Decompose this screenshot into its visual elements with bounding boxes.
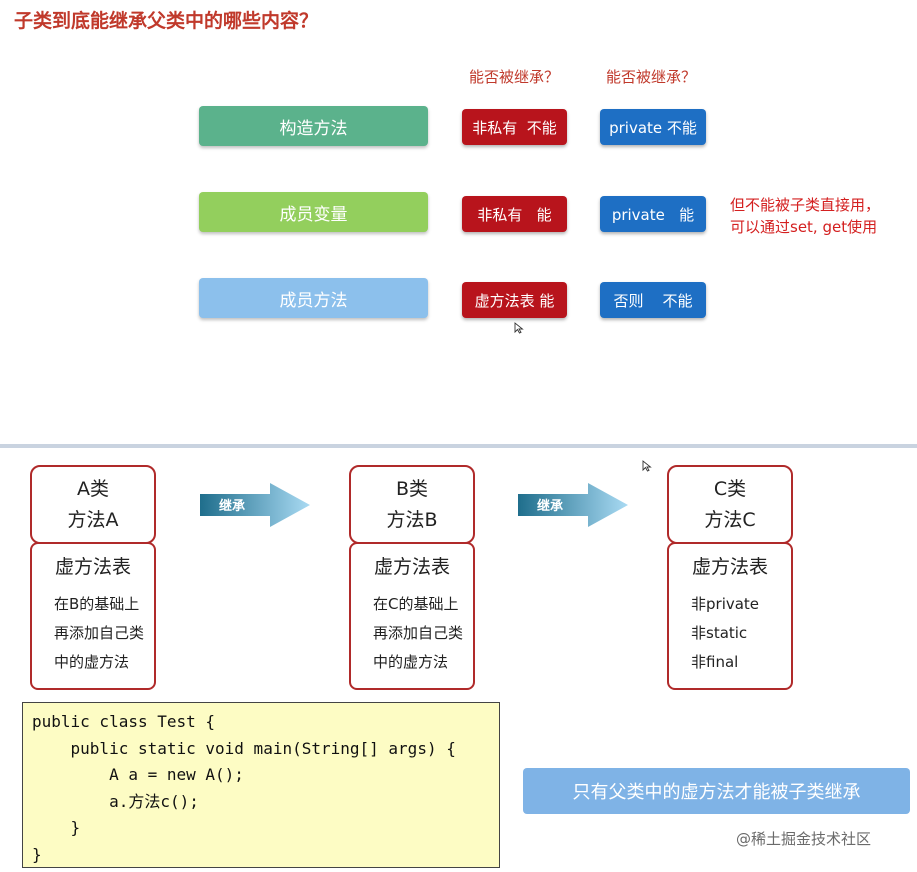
virtual-table-line: 非final bbox=[691, 653, 739, 671]
private-variable-note: 但不能被子类直接用， 可以通过set, get使用 bbox=[730, 194, 880, 238]
row-label-member-method: 成员方法 bbox=[199, 278, 428, 318]
code-line: } bbox=[32, 844, 42, 864]
code-block: public class Test { public static void m… bbox=[22, 702, 500, 868]
code-line: public static void main(String[] args) { bbox=[32, 738, 456, 758]
virtual-table-line: 再添加自己类 bbox=[373, 624, 464, 642]
virtual-table-line: 在C的基础上 bbox=[373, 595, 459, 613]
summary-banner: 只有父类中的虚方法才能被子类继承 bbox=[523, 768, 910, 814]
column-header-non-private: 能否被继承？ bbox=[469, 68, 560, 86]
arrow-label: 继承 bbox=[218, 499, 245, 514]
code-line: public class Test { bbox=[32, 712, 216, 731]
inherit-arrow: 继承 bbox=[518, 483, 628, 527]
class-b-virtual-table: 虚方法表 在C的基础上 再添加自己类 中的虚方法 bbox=[349, 542, 475, 690]
class-c-box: C类 方法C bbox=[667, 465, 793, 544]
tag-variable-private: private 能 bbox=[600, 196, 706, 232]
tag-variable-non-private: 非私有 能 bbox=[462, 196, 567, 232]
class-a-box: A类 方法A bbox=[30, 465, 156, 544]
virtual-table-line: 非private bbox=[691, 595, 760, 613]
virtual-table-line: 在B的基础上 bbox=[54, 595, 140, 613]
class-name: B类 bbox=[395, 477, 429, 500]
column-header-private: 能否被继承？ bbox=[606, 68, 697, 86]
tag-constructor-private: private 不能 bbox=[600, 109, 706, 145]
class-b-box: B类 方法B bbox=[349, 465, 475, 544]
class-name: C类 bbox=[713, 477, 747, 500]
class-method: 方法B bbox=[386, 508, 438, 531]
mouse-cursor-icon bbox=[514, 322, 524, 334]
tag-method-otherwise: 否则 不能 bbox=[600, 282, 706, 318]
code-line: a.方法c(); bbox=[32, 791, 199, 811]
inherit-arrow: 继承 bbox=[200, 483, 310, 527]
arrow-right-icon bbox=[518, 483, 628, 527]
row-label-member-variable: 成员变量 bbox=[199, 192, 428, 232]
virtual-table-line: 中的虚方法 bbox=[373, 653, 449, 671]
virtual-table-title: 虚方法表 bbox=[373, 556, 450, 578]
code-line: A a = new A(); bbox=[32, 765, 244, 784]
row-label-constructor: 构造方法 bbox=[199, 106, 428, 146]
mouse-cursor-icon bbox=[642, 460, 652, 472]
class-c-virtual-table: 虚方法表 非private 非static 非final bbox=[667, 542, 793, 690]
virtual-table-title: 虚方法表 bbox=[54, 556, 131, 578]
class-method: 方法C bbox=[704, 508, 756, 531]
note-line: 可以通过set, get使用 bbox=[730, 218, 878, 236]
watermark: @稀土掘金技术社区 bbox=[736, 830, 872, 848]
note-line: 但不能被子类直接用， bbox=[730, 196, 881, 214]
class-method: 方法A bbox=[67, 508, 119, 531]
virtual-table-title: 虚方法表 bbox=[691, 556, 768, 578]
arrow-label: 继承 bbox=[536, 499, 563, 514]
virtual-table-line: 中的虚方法 bbox=[54, 653, 130, 671]
arrow-right-icon bbox=[200, 483, 310, 527]
virtual-table-line: 非static bbox=[691, 624, 748, 642]
tag-constructor-non-private: 非私有 不能 bbox=[462, 109, 567, 145]
tag-method-virtual-table: 虚方法表 能 bbox=[462, 282, 567, 318]
code-line: } bbox=[32, 818, 81, 837]
page-title: 子类到底能继承父类中的哪些内容？ bbox=[14, 10, 319, 32]
class-a-virtual-table: 虚方法表 在B的基础上 再添加自己类 中的虚方法 bbox=[30, 542, 156, 690]
virtual-table-line: 再添加自己类 bbox=[54, 624, 145, 642]
section-divider bbox=[0, 444, 917, 448]
class-name: A类 bbox=[77, 477, 109, 500]
